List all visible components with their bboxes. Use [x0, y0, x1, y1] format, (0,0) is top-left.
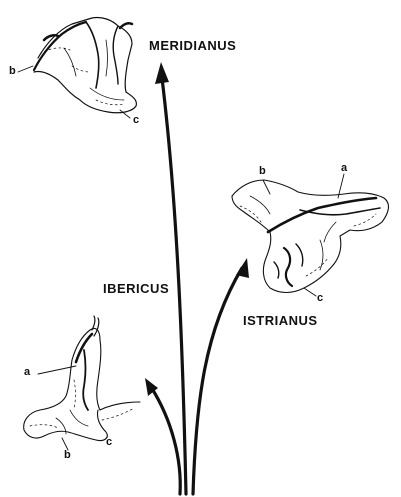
label-meridianus: MERIDIANUS	[149, 38, 236, 53]
ibericus-part-a-letter: a	[24, 367, 30, 378]
arrowhead-meridianus	[155, 62, 169, 84]
arrowhead-istrianus	[236, 258, 249, 278]
istrianus-part-c-letter: c	[317, 293, 323, 304]
label-ibericus: IBERICUS	[103, 281, 169, 296]
branch-to-istrianus	[193, 268, 242, 494]
label-istrianus: ISTRIANUS	[243, 313, 318, 328]
branch-to-ibericus	[151, 387, 180, 494]
istrianus-part-b-letter: b	[259, 166, 266, 177]
meridianus-specimen-drawing	[18, 17, 136, 118]
arrowheads	[145, 62, 249, 396]
istrianus-specimen-drawing	[232, 174, 388, 296]
ibericus-part-b-letter: b	[64, 450, 71, 461]
meridianus-part-c-letter: c	[133, 115, 139, 126]
meridianus-part-b-letter: b	[9, 66, 16, 77]
ibericus-specimen-drawing	[24, 316, 140, 450]
istrianus-part-a-letter: a	[341, 163, 347, 174]
ibericus-part-c-letter: c	[106, 437, 112, 448]
